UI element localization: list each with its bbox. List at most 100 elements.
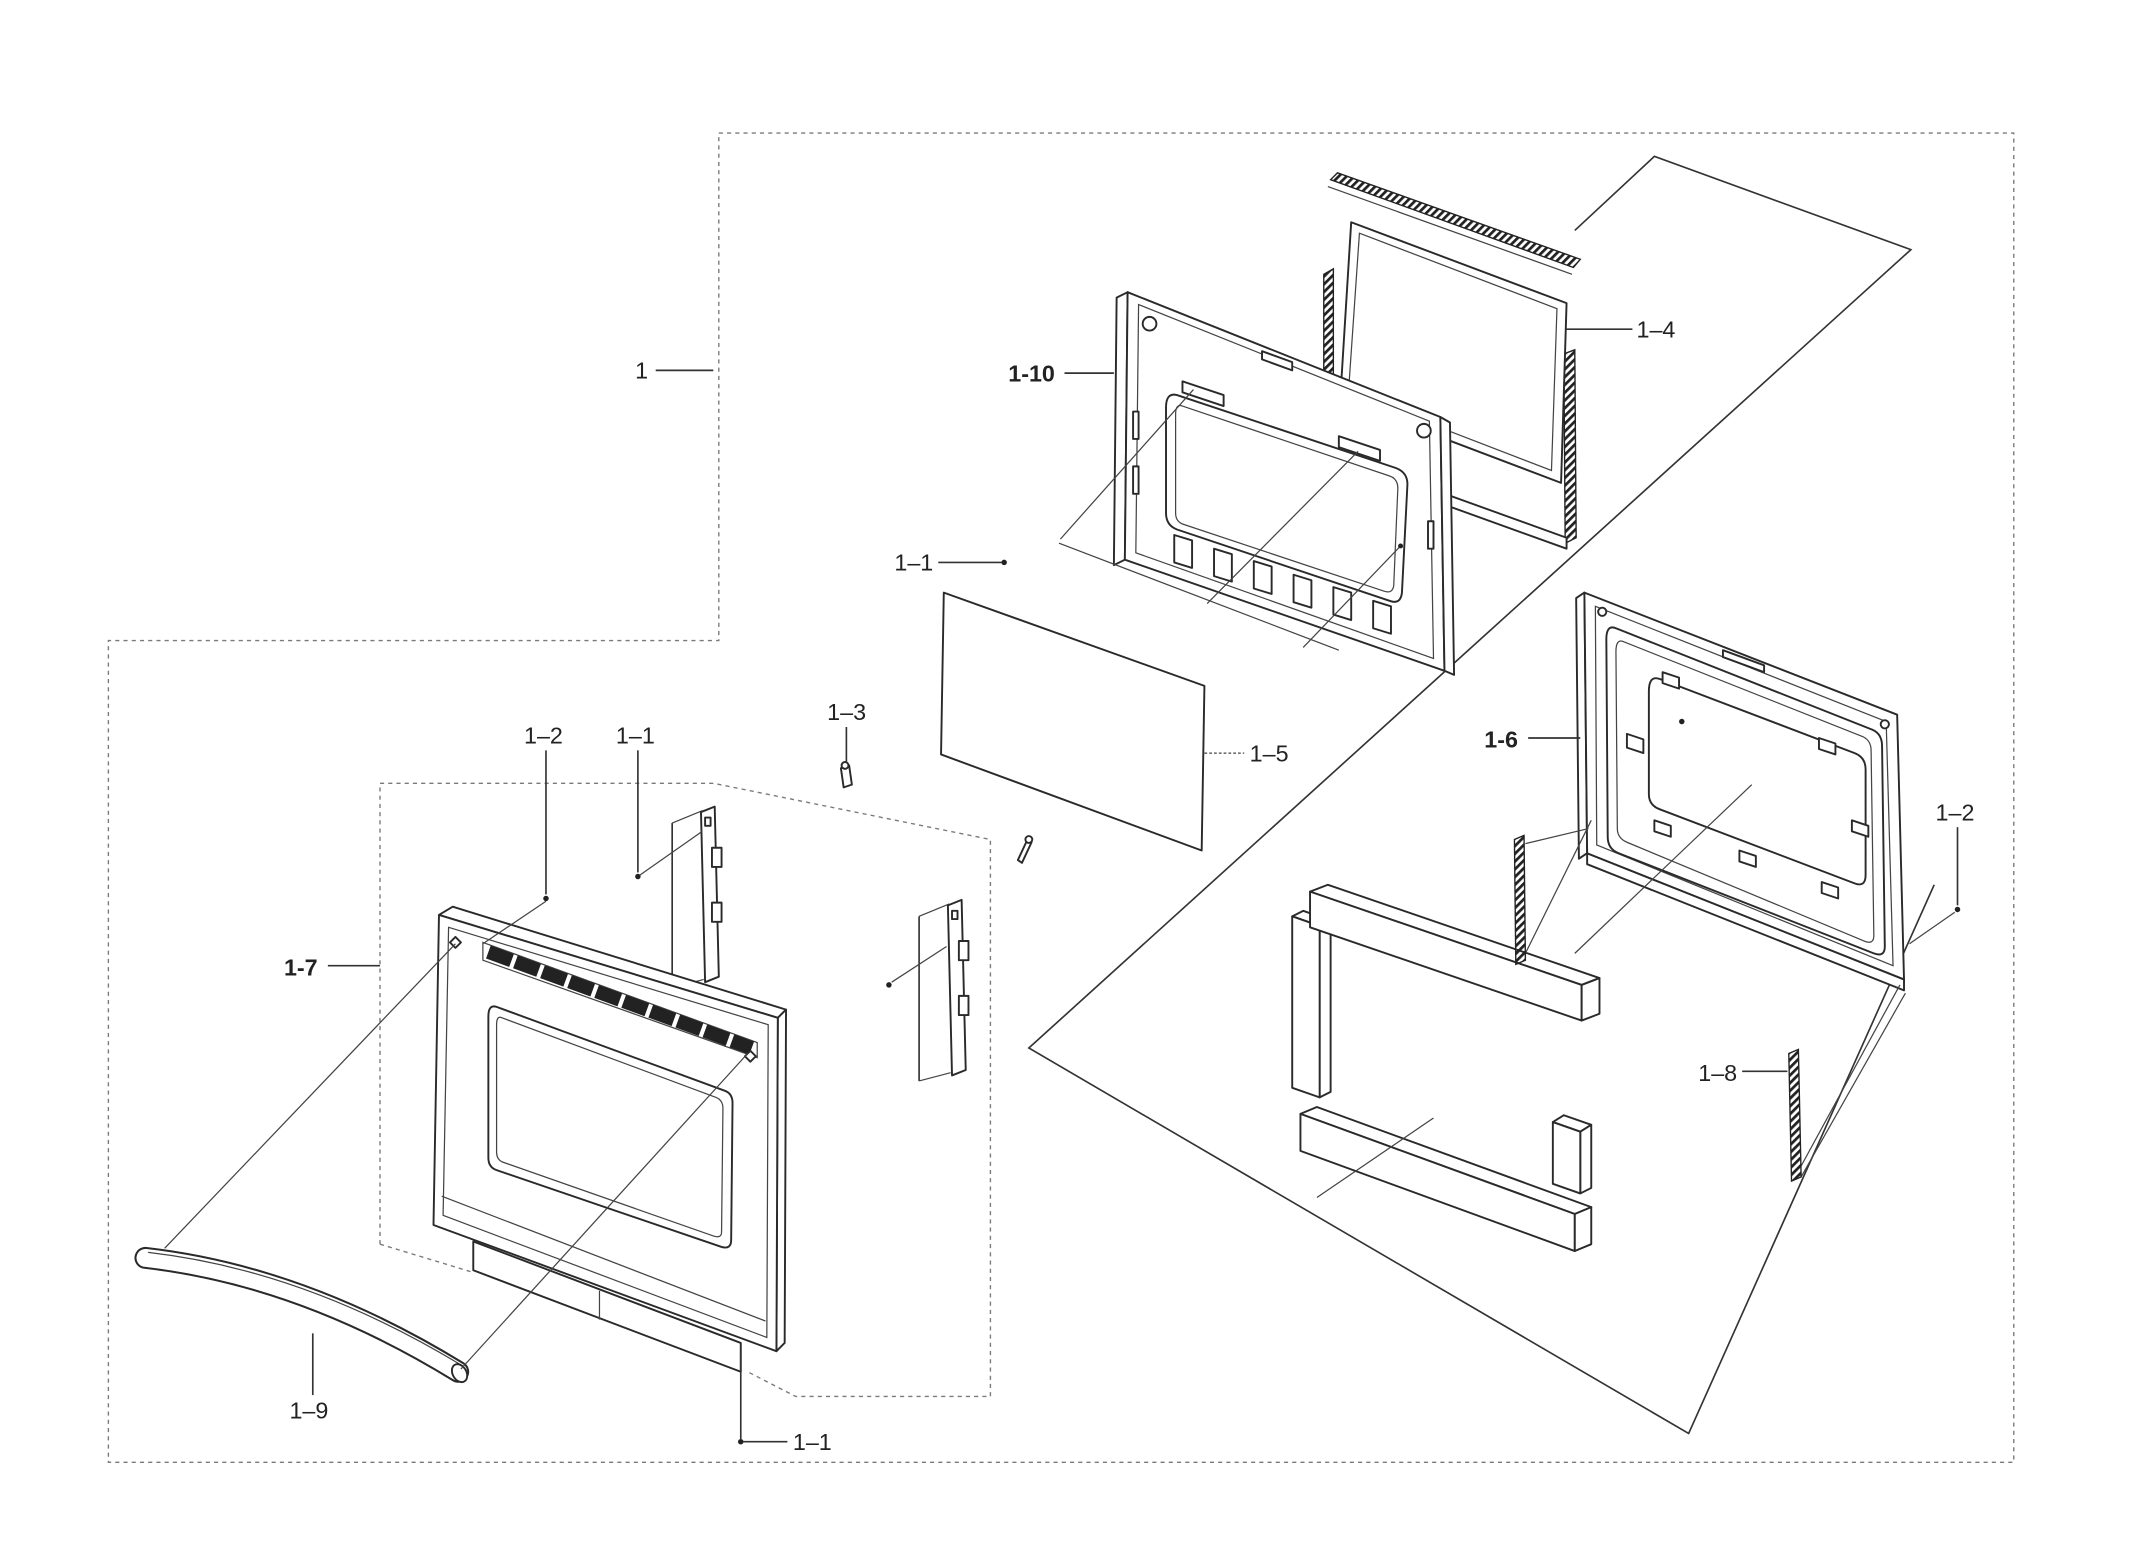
- alignment-line: [1909, 911, 1956, 945]
- gasket-inner: [1615, 640, 1875, 943]
- bracket-plate-top: [671, 810, 703, 824]
- window-tab: [1181, 380, 1225, 407]
- leader-dot: [635, 873, 641, 880]
- callout-label: 1–2: [524, 722, 563, 748]
- hinge-arm: [1800, 984, 1901, 1167]
- pin-head: [1024, 835, 1034, 844]
- window-opening: [1165, 393, 1409, 603]
- callout-label: 1-10: [1008, 360, 1055, 386]
- screw-dot: [1679, 718, 1685, 725]
- part-1-6: [1575, 591, 1905, 992]
- bracket-hole: [704, 816, 712, 827]
- side-slot: [1132, 465, 1140, 495]
- bracket-body: [946, 898, 967, 1077]
- hinge-arm: [1800, 992, 1906, 1178]
- window-clip: [1818, 737, 1837, 756]
- side-slot: [1427, 520, 1435, 550]
- callout-label: 1: [635, 358, 648, 384]
- side-slot: [1132, 410, 1140, 440]
- door-kick-trim: [441, 1195, 766, 1322]
- alignment-line: [1574, 784, 1753, 954]
- window-tab: [1337, 435, 1381, 462]
- bracket-plate-top: [918, 903, 950, 917]
- insulation-right-side: [1579, 1123, 1593, 1195]
- corner-screw: [1879, 719, 1890, 730]
- alignment-line: [1206, 450, 1359, 605]
- leader-dot: [738, 1438, 744, 1445]
- callout-label: 1–9: [289, 1397, 328, 1423]
- part-1-7: [432, 905, 787, 1373]
- corner-hole: [1416, 422, 1432, 439]
- hinge-arm: [1524, 820, 1592, 954]
- vent-slot: [1332, 586, 1353, 621]
- part-1-10: [1112, 291, 1456, 676]
- alignment-line: [637, 830, 703, 878]
- bracket-tab: [957, 940, 970, 962]
- callout-label: 1–3: [827, 699, 866, 725]
- window-clip: [1625, 732, 1645, 755]
- control-panel-band: [486, 945, 755, 1055]
- insulation-top-end: [1580, 977, 1601, 1022]
- frame-side-flange-right: [1439, 416, 1456, 676]
- handle-mount-point: [448, 935, 462, 949]
- explosion-plane-outline: [1027, 155, 1935, 1435]
- frame-top-tab: [1261, 350, 1294, 372]
- glass-panel-border: [1347, 232, 1558, 472]
- callout-label: 1–8: [1698, 1060, 1737, 1086]
- bracket-body: [700, 805, 720, 984]
- alignment-line: [1058, 542, 1340, 651]
- bracket-hole: [951, 909, 959, 921]
- callout-label: 1–4: [1637, 316, 1676, 342]
- top-slot: [1721, 649, 1766, 674]
- door-window-inner: [495, 1016, 724, 1238]
- insulation-bottom-end: [1573, 1206, 1593, 1252]
- insulation-right-front: [1551, 1121, 1582, 1195]
- alignment-line: [482, 900, 547, 945]
- window-clip: [1653, 819, 1672, 838]
- callout-label: 1–5: [1250, 740, 1289, 766]
- corner-hole: [1141, 315, 1158, 332]
- callout-label: 1–2: [1936, 799, 1975, 825]
- inner-door-frame-edge: [1594, 605, 1894, 967]
- vent-slot: [1252, 560, 1273, 595]
- part-1-3-pin: [1016, 835, 1034, 864]
- part-1-9-handle: [134, 1246, 470, 1384]
- hinge-body: [1788, 1048, 1802, 1183]
- screw-dot: [886, 982, 892, 988]
- bracket-tab: [957, 994, 970, 1017]
- screw-dot: [1398, 543, 1404, 549]
- glass-frame-right-rail: [1563, 348, 1577, 545]
- vent-slot: [1213, 547, 1233, 583]
- handle-end-cap: [450, 1363, 469, 1384]
- door-front-border: [442, 926, 769, 1339]
- vent-slot: [1292, 573, 1313, 609]
- callout-label: 1–1: [793, 1429, 832, 1455]
- inner-door-window: [1647, 677, 1867, 886]
- window-clip: [1820, 881, 1840, 900]
- bracket-tab: [710, 901, 723, 923]
- insulation-set: [1291, 883, 1601, 1252]
- leader-dot: [543, 895, 549, 902]
- part-1-8-hinge: [1788, 984, 1906, 1183]
- control-panel-outline: [482, 941, 758, 1059]
- hinge-arm: [1525, 827, 1589, 845]
- door-window: [487, 1005, 734, 1249]
- alignment-line: [460, 1053, 749, 1370]
- hinge-bracket: [671, 805, 723, 989]
- hinge-body: [1513, 834, 1527, 966]
- callout-label: 1–1: [616, 722, 655, 748]
- part-1-3-pin: [839, 761, 853, 789]
- alignment-line: [1316, 1117, 1434, 1199]
- window-clip: [1661, 671, 1681, 690]
- top-rail-edge: [1327, 185, 1573, 275]
- bracket-tab: [710, 846, 723, 868]
- alignment-line: [891, 945, 947, 983]
- window-clip: [1738, 849, 1757, 868]
- handle-highlight: [148, 1251, 462, 1366]
- pin-head: [840, 761, 850, 770]
- bracket-plate-bottom: [918, 1072, 951, 1082]
- hinge-bracket: [918, 898, 970, 1082]
- assembly-1-7-boundary-segment: [379, 1243, 471, 1273]
- top-rail: [1329, 172, 1582, 269]
